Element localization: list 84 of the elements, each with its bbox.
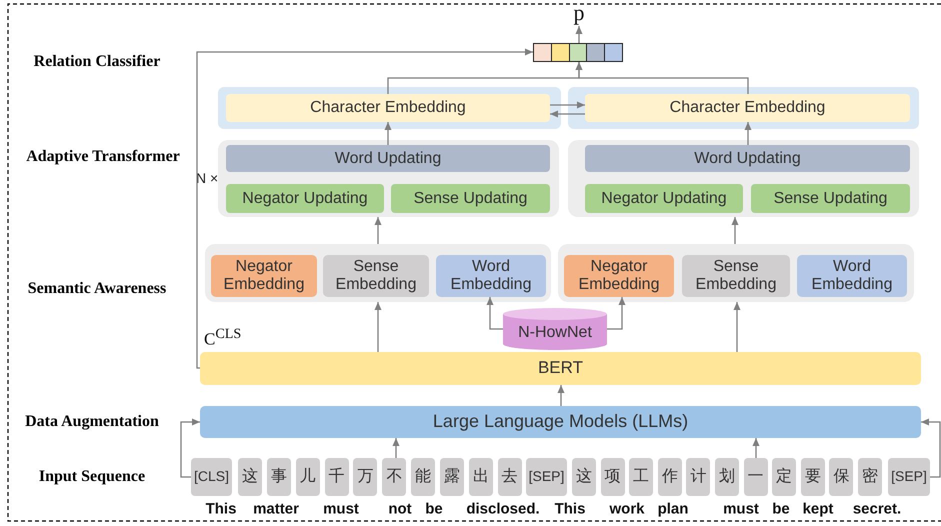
token-box: 这 [572, 458, 596, 496]
token-box: [CLS] [191, 458, 232, 496]
arrow [752, 438, 760, 458]
embedding-box: Word Embedding [797, 255, 907, 297]
layer-panel [205, 244, 551, 302]
token-box: 一 [744, 458, 768, 496]
token-box: 计 [686, 458, 710, 496]
token-box: 能 [411, 458, 436, 496]
token-box: 工 [629, 458, 654, 496]
word-label: secret. [852, 500, 902, 518]
arrow [374, 302, 382, 352]
arrow [374, 217, 382, 244]
embedding-box: Character Embedding [226, 94, 550, 122]
word-label: matter [253, 500, 299, 518]
updating-box: Word Updating [226, 145, 550, 172]
output-symbol: p [568, 0, 590, 26]
row-label: Input Sequence [38, 468, 146, 486]
word-label: be [772, 500, 790, 518]
updating-box: Negator Updating [226, 184, 384, 213]
token-box: 项 [600, 458, 625, 496]
arrow [180, 418, 200, 478]
word-label: plan [658, 500, 688, 518]
panel-band [568, 87, 919, 129]
embedding-box: Sense Embedding [323, 255, 429, 297]
embedding-box: Word Embedding [436, 255, 546, 297]
layer-panel [558, 244, 914, 302]
row-label: Relation Classifier [34, 53, 160, 71]
token-box: 定 [772, 458, 796, 496]
arrow [576, 26, 582, 43]
row-label: Semantic Awareness [28, 280, 166, 298]
arrow [384, 122, 392, 145]
arrow [607, 297, 626, 330]
embedding-box: Negator Embedding [564, 255, 674, 297]
token-box: 露 [440, 458, 464, 496]
arrow [744, 122, 752, 145]
arrow [486, 297, 503, 330]
layer-panel [568, 140, 919, 217]
arrow [921, 418, 941, 478]
output-vector [533, 43, 623, 62]
token-box: 去 [498, 458, 522, 496]
token-box: 划 [715, 458, 739, 496]
model-box: BERT [200, 352, 921, 385]
arrow [392, 438, 400, 458]
word-label: not [388, 500, 412, 518]
token-box: 保 [829, 458, 854, 496]
word-label: must [323, 500, 359, 518]
token-box: 万 [353, 458, 378, 496]
word-label: must [723, 500, 759, 518]
embedding-box: Negator Embedding [211, 255, 317, 297]
arrow [734, 302, 740, 352]
embedding-box: Character Embedding [585, 94, 910, 122]
layer-panel [218, 140, 559, 217]
word-label: This [554, 500, 586, 518]
arrow [550, 102, 585, 108]
word-label: be [425, 500, 443, 518]
word-label: work [610, 500, 644, 518]
panel-band [218, 87, 561, 129]
arrow [550, 110, 585, 118]
updating-box: Sense Updating [751, 184, 910, 213]
arrow [558, 385, 564, 406]
updating-box: Sense Updating [391, 184, 550, 213]
token-box: 这 [238, 458, 262, 496]
token-box: 儿 [296, 458, 320, 496]
token-box: 不 [382, 458, 406, 496]
token-box: 要 [800, 458, 825, 496]
arrow [732, 217, 738, 244]
token-box: [SEP] [526, 458, 567, 496]
token-box: 出 [468, 458, 493, 496]
word-label: This [206, 500, 236, 518]
word-label: disclosed. [466, 500, 540, 518]
token-box: 作 [658, 458, 682, 496]
token-box: 密 [858, 458, 882, 496]
token-box: 事 [266, 458, 291, 496]
updating-box: Negator Updating [585, 184, 743, 213]
embedding-box: Sense Embedding [682, 255, 790, 297]
word-label: kept [802, 500, 834, 518]
updating-box: Word Updating [585, 145, 910, 172]
arrow [196, 48, 533, 369]
row-label: Data Augmentation [25, 413, 159, 431]
token-box: 千 [324, 458, 349, 496]
row-label: Adaptive Transformer [26, 148, 180, 166]
arrow [576, 62, 749, 94]
token-box: [SEP] [888, 458, 930, 496]
model-box: Large Language Models (LLMs) [200, 406, 921, 438]
